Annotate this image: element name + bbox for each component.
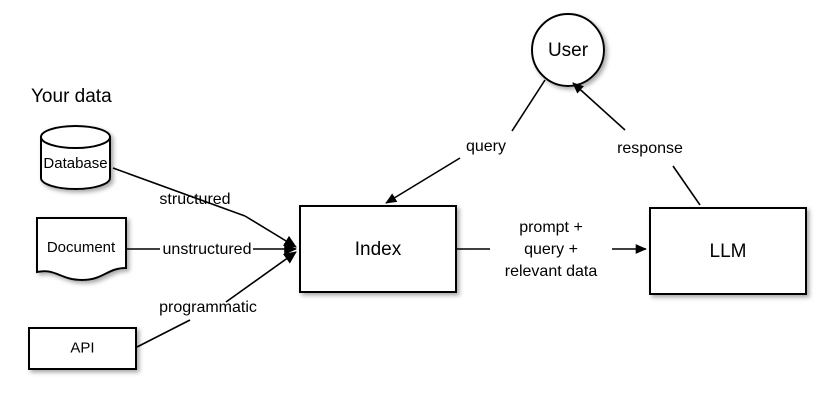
node-api[interactable] [28,327,137,370]
node-document[interactable] [36,217,127,282]
node-index-label: Index [355,239,402,260]
node-api-label: API [70,339,94,356]
edge-label-structured: structured [159,191,230,208]
edge-structured-arrow [244,215,297,248]
edge-label-programmatic: programmatic [159,299,257,316]
node-database[interactable] [40,125,111,190]
edge-label-prompt-line1: prompt + [519,219,583,236]
node-user[interactable] [531,13,605,87]
edge-label-unstructured: unstructured [163,241,252,258]
edge-label-prompt-line3: relevant data [505,263,598,280]
edge-structured-line [112,167,246,217]
edge-label-prompt-line2: query + [524,241,578,258]
edge-programmatic-arrow [225,251,297,303]
edge-label-query: query [466,138,506,155]
edge-label-response: response [617,140,683,157]
node-document-label: Document [47,239,116,256]
node-database-label: Database [43,155,107,172]
edge-query-upper [511,79,546,132]
node-llm[interactable] [649,207,807,295]
your-data-title: Your data [31,86,112,107]
edge-programmatic-line [136,319,191,348]
edge-response-arrow [572,82,626,131]
node-index[interactable] [299,205,457,293]
edge-query-arrow [385,157,461,204]
node-user-label: User [548,40,589,61]
node-llm-label: LLM [710,241,747,262]
edge-response-lower [672,165,701,206]
